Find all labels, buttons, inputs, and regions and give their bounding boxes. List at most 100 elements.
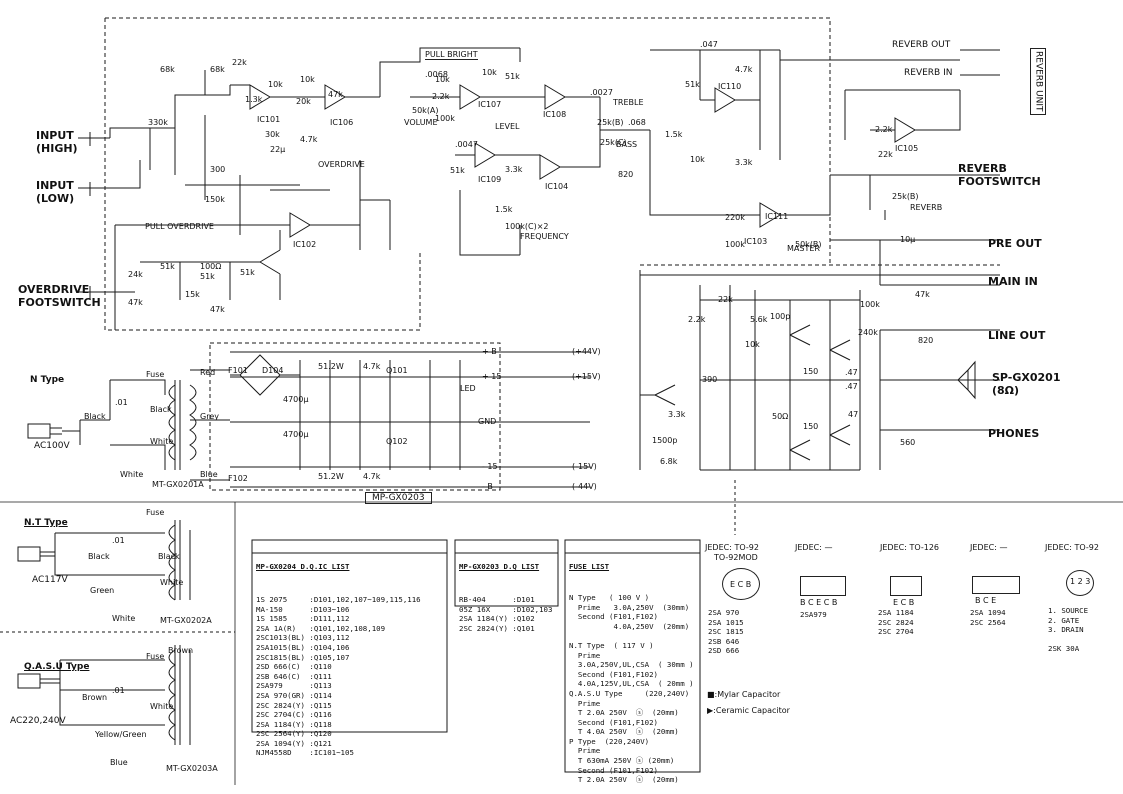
d104-label: D104 xyxy=(262,366,284,375)
jedec-header: JEDEC: TO-126 xyxy=(880,543,940,552)
fuse-label: Fuse xyxy=(146,652,165,661)
component-value: 51k xyxy=(240,268,255,277)
component-value: 25k(C) xyxy=(600,138,627,147)
component-value: 2.2k xyxy=(432,92,450,101)
part-list-row: 2SA 1184(Y) :Q118 xyxy=(256,719,332,729)
component-value: 390 xyxy=(702,375,718,384)
component-value: 25k(B) xyxy=(597,118,624,127)
fuse-list-row: Prime 3.0A,250V (30mm) xyxy=(569,602,690,612)
fuse-list-row: T 2.0A 250V ⓢ (20mm) xyxy=(569,775,679,785)
fuse-list-row: Q.A.S.U Type (220,240V) xyxy=(569,688,690,698)
package-pins: B C E C B xyxy=(800,598,838,607)
red-wire-label: Red xyxy=(200,368,216,377)
rail-label: + B xyxy=(482,347,497,356)
reverb-in-label: REVERB IN xyxy=(904,68,953,78)
white-wire-label: White xyxy=(160,578,184,587)
component-value: .047 xyxy=(700,40,718,49)
component-value: 51k xyxy=(450,166,465,175)
fuse-list-row: Prime xyxy=(569,746,601,756)
jedec-part: 1. SOURCE xyxy=(1048,606,1089,615)
ic-label: IC104 xyxy=(545,182,569,191)
volume-label: VOLUME xyxy=(404,118,438,127)
to126-package-icon xyxy=(890,576,922,596)
brown-wire-label: Brown xyxy=(82,693,108,702)
component-value: .068 xyxy=(628,118,646,127)
resistor-label: 51.2W xyxy=(318,362,344,371)
line-out-label: LINE OUT xyxy=(988,329,1046,342)
transformer-n-label: MT-GX0201A xyxy=(152,480,204,489)
reverb-out-label: REVERB OUT xyxy=(892,40,951,50)
treble-label: TREBLE xyxy=(613,98,644,107)
fuse-list-row: N Type ( 100 V ) xyxy=(569,592,650,602)
overdrive-label: OVERDRIVE xyxy=(318,160,365,169)
jedec-header: JEDEC: — xyxy=(795,543,833,552)
rail-voltage: (+44V) xyxy=(572,347,601,356)
white-wire-label: White xyxy=(112,614,136,623)
mp0203-list-header: MP-GX0203 D.Q LIST xyxy=(459,562,540,572)
jedec-part: 2SB 646 xyxy=(708,636,740,646)
reverb-footswitch-label: REVERB FOOTSWITCH xyxy=(958,162,1041,188)
part-list-row: 2SA 1A(R) :Q101,102,108,109 xyxy=(256,623,386,633)
psu-board-outline xyxy=(209,342,501,491)
part-list-row: 2SC 2564(Y) :Q120 xyxy=(256,729,332,739)
cap-label: 4700μ xyxy=(283,430,309,439)
component-value: 330k xyxy=(148,118,168,127)
rail-voltage: (-15V) xyxy=(572,462,597,471)
fuse-list-row: Second (F101,F102) xyxy=(569,765,658,775)
component-value: 50Ω xyxy=(772,412,789,421)
component-value: .0068 xyxy=(425,70,448,79)
fuse-list-row: 3.0A,250V,UL,CSA ( 30mm ) xyxy=(569,660,694,670)
component-value: 150k xyxy=(205,195,225,204)
brown-wire-label: Brown xyxy=(168,646,194,655)
ic-label: IC103 xyxy=(744,237,768,246)
component-value: 100p xyxy=(770,312,791,321)
component-value: 22μ xyxy=(270,145,286,154)
black-wire-label: Black xyxy=(84,412,106,421)
fuse-list-row: T 630mA 250V ⓢ (20mm) xyxy=(569,756,675,766)
jedec-part: 2SA 1015 xyxy=(708,617,744,627)
jedec-part xyxy=(1048,635,1088,645)
jedec-part: 2. GATE xyxy=(1048,615,1080,625)
blue-wire-label: Blue xyxy=(110,758,128,767)
component-value: 50k(B) xyxy=(795,240,822,249)
part-list-row: 2SC 2824(Y) :Q101 xyxy=(459,623,535,633)
part-list-row: 2SA1015(BL) :Q104,106 xyxy=(256,642,350,652)
jedec-part: 2SA 1184 xyxy=(878,608,914,617)
fuse-list-row: Second (F101,F102) xyxy=(569,612,658,622)
master-label: MASTER xyxy=(787,244,820,253)
jedec-part: 2SA 1094 xyxy=(970,608,1006,617)
jedec-part: 2SC 2704 xyxy=(878,627,914,637)
grey-wire-label: Grey xyxy=(200,412,219,421)
white-wire-label: White xyxy=(150,437,174,446)
part-list-row: 2SC1013(BL) :Q103,112 xyxy=(256,633,350,643)
reverb-unit-label: REVERB UNIT xyxy=(1030,48,1047,115)
fuse-list-row: Second (F101,F102) xyxy=(569,669,658,679)
resistor-label: 51.2W xyxy=(318,472,344,481)
component-value: 10k xyxy=(435,75,450,84)
package-icon xyxy=(972,576,1020,594)
component-value: 22k xyxy=(718,295,733,304)
jedec-header: JEDEC: TO-92 xyxy=(1045,543,1099,552)
component-value: 150 xyxy=(803,422,819,431)
component-value: 1.3k xyxy=(245,95,263,104)
component-value: 15k xyxy=(185,290,200,299)
component-value: 50k(A) xyxy=(412,106,439,115)
component-value: 100k xyxy=(860,300,880,309)
jedec-part: 3. DRAIN xyxy=(1048,625,1084,635)
resistor-label: 4.7k xyxy=(363,472,381,481)
fuse-label: Fuse xyxy=(146,508,165,517)
component-value: 10k xyxy=(482,68,497,77)
pre-out-label: PRE OUT xyxy=(988,237,1042,250)
part-list-row: 2SD 666(C) :Q110 xyxy=(256,662,332,672)
jedec-part: 2SD 666 xyxy=(708,646,740,656)
component-value: 2.2k xyxy=(688,315,706,324)
component-value: 47 xyxy=(848,410,859,419)
f101-label: F101 xyxy=(228,366,248,375)
fuse-list-row xyxy=(569,631,694,641)
component-value: 100k xyxy=(725,240,745,249)
fuse-label: Fuse xyxy=(146,370,165,379)
component-value: 820 xyxy=(618,170,634,179)
